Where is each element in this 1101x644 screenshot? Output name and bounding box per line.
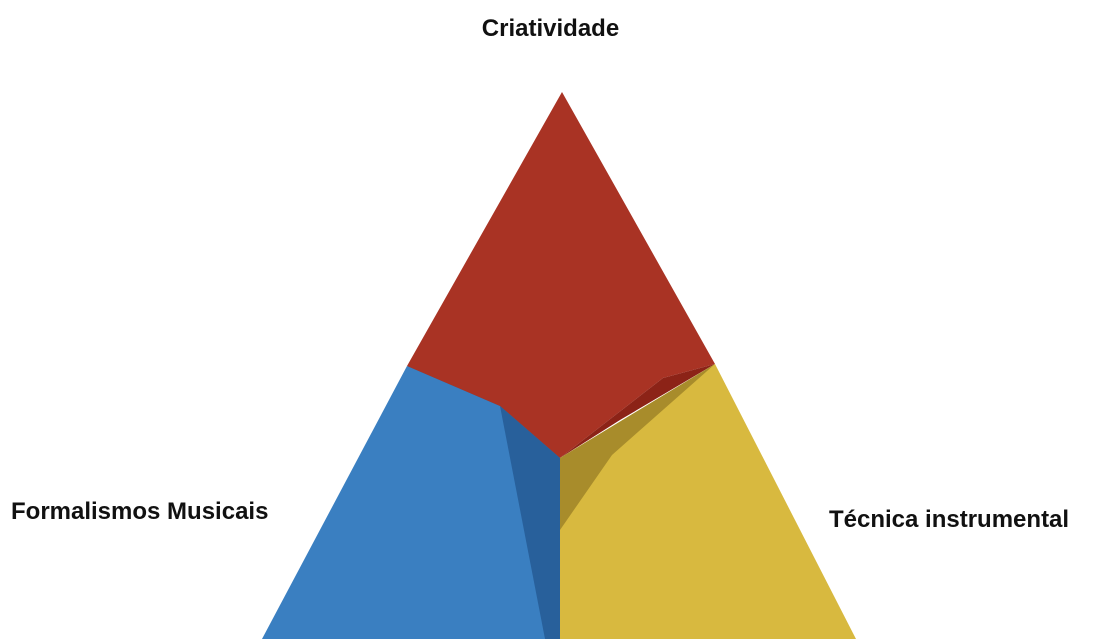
left-face-inner-shadow [500,406,560,639]
label-tecnica-instrumental: Técnica instrumental [829,506,1070,533]
left-face [262,366,560,639]
top-face [407,92,715,458]
top-face-inner-shadow [407,364,715,458]
right-face-inner-shadow [560,364,715,530]
label-criatividade: Criatividade [481,15,620,42]
label-formalismos-musicais: Formalismos Musicais [11,498,269,525]
